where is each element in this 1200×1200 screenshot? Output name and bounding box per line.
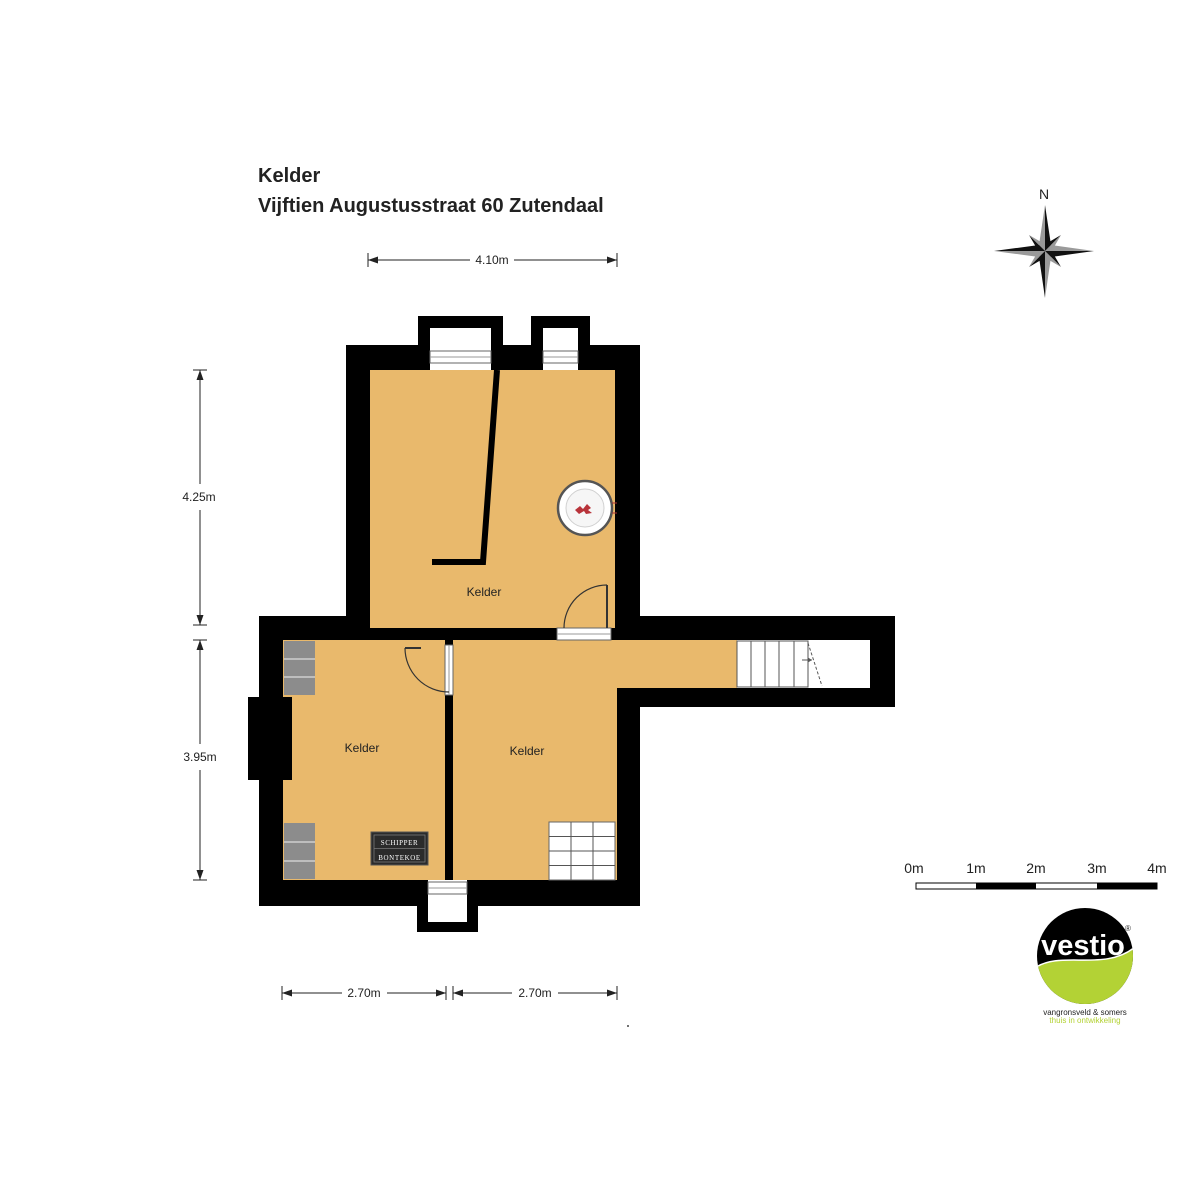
door-upper-room (556, 584, 612, 641)
plan-address: Vijftien Augustusstraat 60 Zutendaal (258, 195, 604, 217)
floor-corridor (615, 640, 737, 688)
logo-company-name: vangronsveld & somers (1043, 1008, 1127, 1017)
storage-stack-bottom (284, 823, 315, 879)
boiler-icon (556, 479, 617, 537)
logo-registered-mark: ® (1125, 924, 1131, 933)
staircase-lower-right-room (548, 821, 616, 881)
vestio-logo-badge (1037, 908, 1133, 1004)
wall-left-protrusion (248, 697, 292, 780)
dimension-bottom-right-width (452, 986, 618, 1000)
scale-bar-segment-3-4 (1097, 883, 1157, 889)
logo-brand-text: vestio (1041, 930, 1125, 962)
dimension-left-lower-height-label: 3.95m (183, 750, 216, 764)
vestio-logo: vestio ® vangronsveld & somers thuis in … (1037, 908, 1133, 1025)
room-label-lower-left: Kelder (345, 741, 380, 755)
dimension-bottom-right-width-label: 2.70m (518, 986, 551, 1000)
window-top-right (542, 328, 579, 370)
scale-bar: 0m 1m 2m 3m 4m (904, 860, 1167, 890)
window-top-left (429, 328, 492, 370)
dimension-left-upper-height (193, 369, 207, 626)
compass-rose-icon (994, 205, 1094, 298)
room-label-upper: Kelder (467, 585, 502, 599)
staircase-corridor (736, 640, 870, 688)
window-bottom (427, 880, 468, 922)
scale-label-0: 0m (904, 860, 923, 876)
scale-label-3: 3m (1087, 860, 1106, 876)
scale-label-1: 1m (966, 860, 985, 876)
dimension-top-width (367, 253, 618, 267)
interior-partition-wall (432, 369, 500, 565)
scale-label-4: 4m (1147, 860, 1166, 876)
dimension-top-width-label: 4.10m (475, 253, 508, 267)
stray-dot-mark (627, 1025, 629, 1027)
dimension-left-lower-height (193, 639, 207, 881)
dimension-left-upper-height-label: 4.25m (182, 490, 215, 504)
chest-label-line1: SCHIPPER (381, 839, 418, 847)
dimension-bottom-left-width (281, 986, 447, 1000)
logo-tagline: thuis in ontwikkeling (1049, 1016, 1120, 1025)
door-lower-left-room (404, 644, 454, 696)
room-label-lower-right: Kelder (510, 744, 545, 758)
storage-chest: SCHIPPER BONTEKOE (370, 831, 429, 866)
plan-title: Kelder (258, 165, 320, 187)
scale-label-2: 2m (1026, 860, 1045, 876)
compass-north-label: N (1039, 186, 1049, 202)
chest-label-line2: BONTEKOE (378, 854, 421, 862)
dimension-bottom-left-width-label: 2.70m (347, 986, 380, 1000)
storage-stack-top (284, 641, 315, 695)
scale-bar-segment-1-2 (976, 883, 1036, 889)
